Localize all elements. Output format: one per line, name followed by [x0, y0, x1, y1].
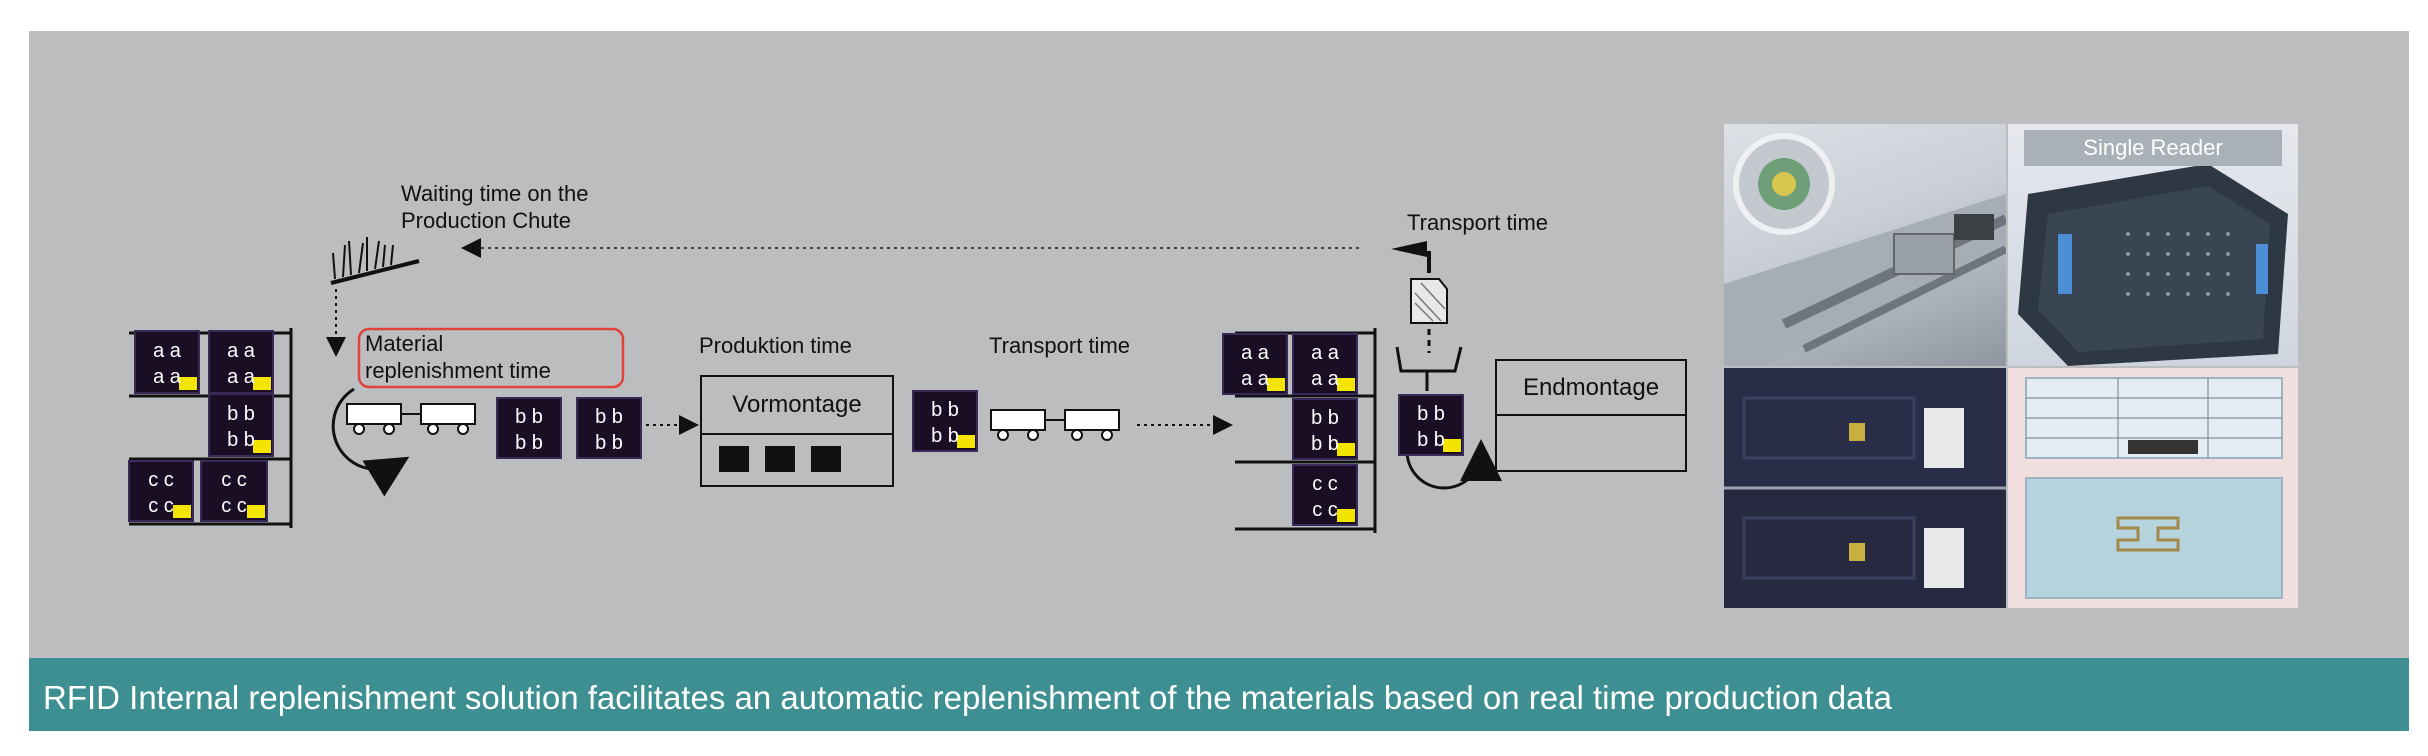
- bin-label: c c: [148, 495, 174, 517]
- bin-label: c c: [1312, 499, 1338, 521]
- vormontage-station: [700, 375, 894, 487]
- bin-b: b b b b: [576, 397, 642, 459]
- waiting-time-label: Waiting time on the: [401, 181, 589, 206]
- bin-label: b b: [1311, 433, 1339, 455]
- bin-label: b b: [515, 406, 543, 428]
- material-replenishment-label: replenishment time: [365, 358, 551, 383]
- bin-a: a a a a: [208, 330, 274, 394]
- bin-a: a a a a: [1222, 333, 1288, 395]
- cycle-arrow-icon: [331, 387, 410, 497]
- bin-label: a a: [227, 340, 256, 362]
- endmontage-station: [1495, 359, 1687, 472]
- tugger-train-icon: [346, 403, 476, 435]
- bin-label: b b: [1417, 403, 1445, 425]
- bin-label: b b: [1311, 407, 1339, 429]
- bin-label: c c: [1312, 473, 1338, 495]
- bin-label: a a: [1311, 368, 1340, 390]
- bin-label: a a: [1311, 342, 1340, 364]
- bin-label: c c: [148, 469, 174, 491]
- bin-label: b b: [595, 406, 623, 428]
- bin-c: c c c c: [128, 460, 194, 522]
- bin-a: a a a a: [1292, 333, 1358, 395]
- transport-time-label: Transport time: [989, 333, 1130, 358]
- waiting-time-label: Production Chute: [401, 208, 571, 233]
- vormontage-label: Vormontage: [732, 391, 861, 418]
- bin-label: b b: [515, 432, 543, 454]
- bin-label: a a: [153, 340, 182, 362]
- production-chute-icon: [330, 237, 420, 285]
- stacked-bins-photo: [1724, 368, 2006, 608]
- rfid-label-photo: [2008, 368, 2298, 608]
- bin-a: a a a a: [134, 330, 200, 394]
- endmontage-label: Endmontage: [1523, 374, 1659, 401]
- bin-label: b b: [595, 432, 623, 454]
- bin-b: b b b b: [1398, 394, 1464, 456]
- bin-b: b b b b: [1292, 398, 1358, 460]
- conveyor-rfid-photo: [1724, 124, 2006, 366]
- bin-label: a a: [1241, 368, 1270, 390]
- bin-label: b b: [227, 429, 255, 451]
- bin-label: b b: [1417, 429, 1445, 451]
- transport-time-label: Transport time: [1407, 210, 1548, 235]
- bin-label: a a: [227, 366, 256, 388]
- bin-label: a a: [153, 366, 182, 388]
- bin-b: b b b b: [496, 397, 562, 459]
- caption-bar: RFID Internal replenishment solution fac…: [29, 658, 2409, 731]
- slide: a a a a a a a a b b b b c c c c c c: [29, 31, 2409, 731]
- single-reader-photo: Single Reader: [2008, 124, 2298, 366]
- caption-text: RFID Internal replenishment solution fac…: [43, 679, 1892, 716]
- bin-c: c c c c: [1292, 464, 1358, 526]
- cycle-arrow-icon: [1405, 439, 1502, 490]
- material-replenishment-label: Material: [365, 331, 443, 356]
- single-reader-title: Single Reader: [2024, 130, 2282, 166]
- produktion-time-label: Produktion time: [699, 333, 852, 358]
- bin-label: a a: [1241, 342, 1270, 364]
- transport-arrow-icon: [1391, 241, 1427, 257]
- bin-label: c c: [221, 469, 247, 491]
- material-replenishment-highlight: [357, 327, 625, 389]
- bin-b: b b b b: [208, 393, 274, 457]
- bin-c: c c c c: [200, 460, 268, 522]
- hoist-basket-icon: [1395, 346, 1463, 373]
- replenishment-flow-diagram: a a a a a a a a b b b b c c c c c c: [128, 181, 1687, 533]
- bin-label: b b: [931, 399, 959, 421]
- rfid-reader-icon: [1410, 278, 1448, 324]
- bin-b: b b b b: [912, 390, 978, 452]
- bin-label: c c: [221, 495, 247, 517]
- bin-label: b b: [931, 425, 959, 447]
- tugger-train-icon: [990, 409, 1120, 441]
- bin-label: b b: [227, 403, 255, 425]
